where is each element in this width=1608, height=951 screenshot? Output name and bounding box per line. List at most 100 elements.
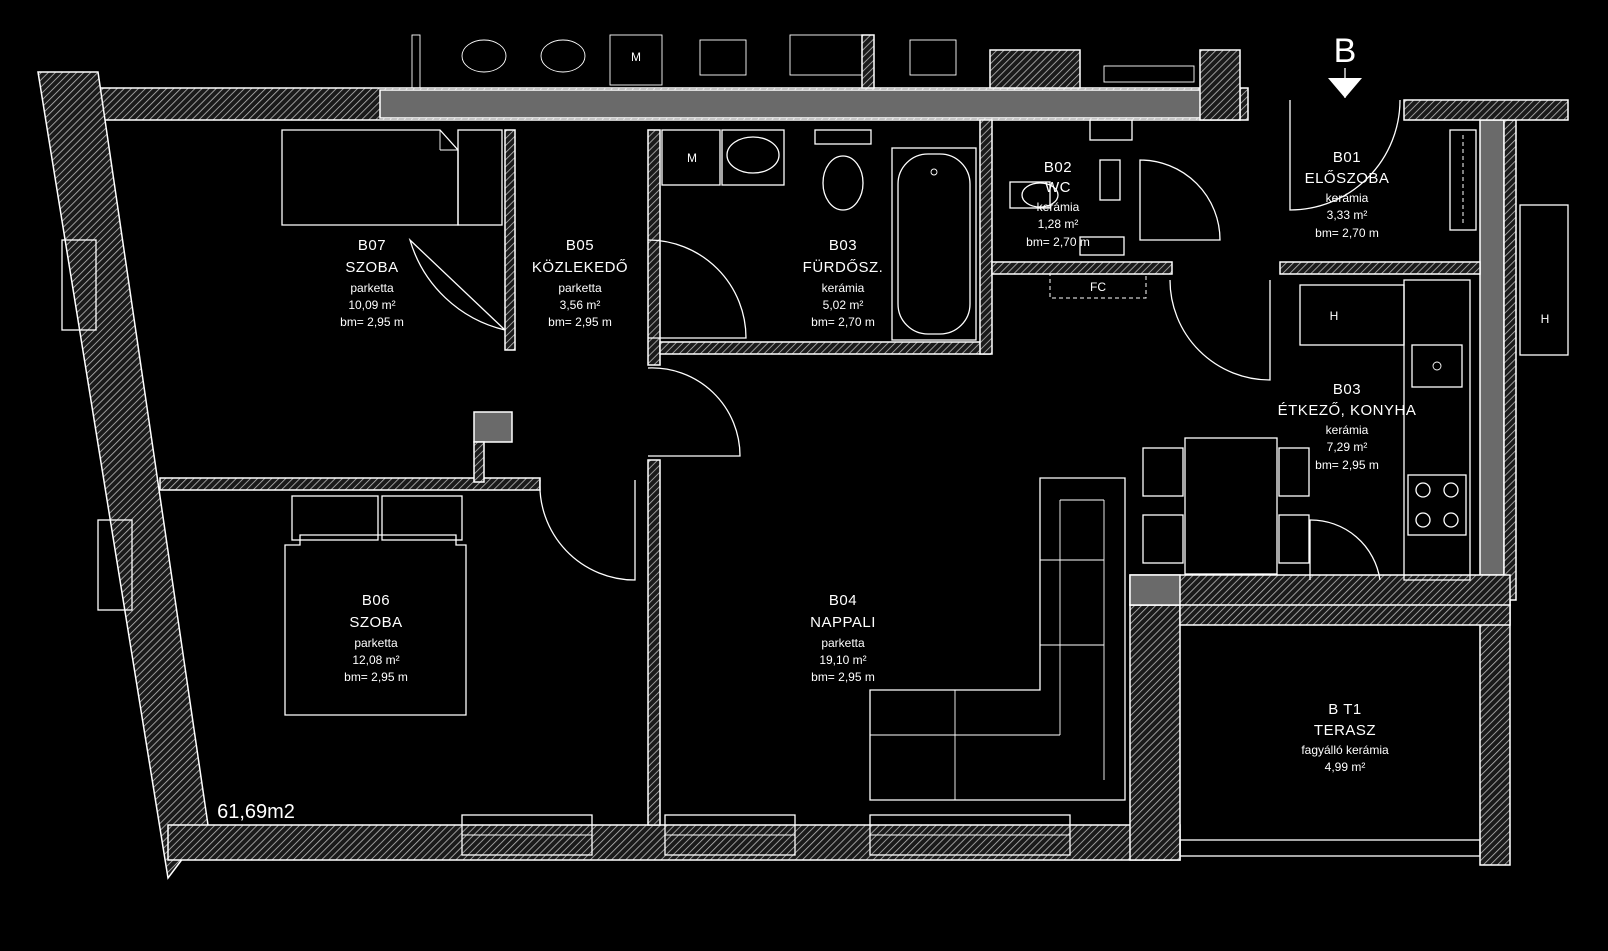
- fc-box: [1049, 273, 1147, 299]
- door-entry: [1289, 99, 1401, 211]
- wall-right-outer: [1503, 119, 1517, 601]
- wall-left: [37, 71, 209, 880]
- bathtub: [891, 147, 977, 341]
- room-name: KÖZLEKEDŐ: [532, 258, 628, 276]
- cooktop: [1407, 474, 1467, 536]
- room-code: B05: [566, 237, 594, 254]
- washer-box: [661, 129, 721, 186]
- kitchen-counter: [1403, 279, 1471, 581]
- door-terrace: [1309, 519, 1381, 581]
- chair-1: [1142, 447, 1184, 497]
- door-b06: [539, 479, 636, 581]
- neighbour-fixtures: M: [411, 34, 1195, 89]
- burner-1: [1415, 482, 1431, 498]
- dining-table: [1184, 437, 1278, 575]
- bathtub-inner: [897, 153, 971, 335]
- room-floor: parketta: [350, 281, 394, 295]
- washbasin-cabinet: [721, 129, 785, 186]
- room-floor: parketta: [558, 281, 602, 295]
- burner-2: [1443, 482, 1459, 498]
- sofa: [869, 477, 1126, 801]
- b06-pillow-1: [291, 495, 379, 541]
- chair-3: [1278, 447, 1310, 497]
- door-b04: [647, 367, 741, 457]
- washer-label: M: [687, 151, 697, 165]
- washbasin: [726, 136, 780, 174]
- wall-kitchen-top: [1279, 261, 1481, 275]
- b03-fixtures: M: [661, 129, 977, 341]
- room-bt1: B T1 TERASZ fagyálló kerámia 4,99 m²: [1301, 701, 1389, 774]
- room-b06: B06 SZOBA parketta 12,08 m² bm= 2,95 m: [344, 592, 408, 684]
- door-b07: [408, 237, 506, 331]
- fridge-label: H: [1330, 309, 1339, 323]
- doors: [408, 99, 1401, 581]
- section-marker-label: B: [1334, 32, 1357, 70]
- neighbour-toilet-2: [909, 39, 957, 76]
- room-name: NAPPALI: [810, 614, 876, 631]
- room-area: 3,33 m²: [1327, 208, 1368, 222]
- room-code: B06: [362, 592, 390, 609]
- room-code: B T1: [1328, 701, 1361, 718]
- room-name: SZOBA: [345, 259, 398, 276]
- room-area: 4,99 m²: [1325, 760, 1366, 774]
- room-height: bm= 2,95 m: [811, 670, 875, 684]
- kitchen-fixtures: H H: [1142, 204, 1569, 581]
- neighbour-wall-b: [861, 34, 875, 89]
- wardrobe: [1449, 129, 1477, 231]
- room-b05: B05 KÖZLEKEDŐ parketta 3,56 m² bm= 2,95 …: [532, 237, 628, 329]
- wall-top-inner-strip: [379, 89, 1241, 119]
- chair-4: [1278, 514, 1310, 564]
- b07-furniture: [281, 129, 503, 226]
- wall-terrace-right: [1479, 604, 1511, 866]
- room-height: bm= 2,95 m: [548, 315, 612, 329]
- burner-3: [1415, 512, 1431, 528]
- neighbour-cabinet: [1103, 65, 1195, 83]
- b06-bed: [284, 534, 467, 716]
- fc-label: FC: [1090, 280, 1106, 294]
- fridge-2-label: H: [1541, 312, 1550, 326]
- room-area: 10,09 m²: [348, 298, 395, 312]
- room-b02: B02 WC kerámia 1,28 m² bm= 2,70 m: [1026, 159, 1090, 249]
- room-code: B03: [829, 237, 857, 254]
- wc-shaft-2: [1099, 159, 1121, 201]
- room-b07: B07 SZOBA parketta 10,09 m² bm= 2,95 m: [340, 237, 404, 329]
- room-area: 3,56 m²: [560, 298, 601, 312]
- neighbour-toilet-1: [699, 39, 747, 76]
- bathtub-drain: [930, 168, 938, 176]
- room-height: bm= 2,95 m: [340, 315, 404, 329]
- room-height: bm= 2,70 m: [1315, 226, 1379, 240]
- neighbour-washer-box: [609, 34, 663, 86]
- window-left-1: [61, 239, 97, 331]
- room-code: B04: [829, 592, 857, 609]
- room-b01: B01 ELŐSZOBA kerámia 3,33 m² bm= 2,70 m: [1305, 149, 1389, 240]
- neighbour-wall-a: [411, 34, 421, 89]
- neighbour-kitchen: [1519, 204, 1569, 356]
- room-height: bm= 2,70 m: [1026, 235, 1090, 249]
- section-marker-arrow: [1328, 78, 1362, 98]
- neighbour-sink-2: [540, 39, 586, 73]
- room-floor: parketta: [354, 636, 398, 650]
- wall-entry-left: [1199, 49, 1241, 121]
- room-height: bm= 2,95 m: [1315, 458, 1379, 472]
- room-name: WC: [1045, 179, 1071, 196]
- burner-4: [1443, 512, 1459, 528]
- room-area: 12,08 m²: [352, 653, 399, 667]
- toilet-bowl: [822, 155, 864, 211]
- room-name: FÜRDŐSZ.: [803, 258, 884, 276]
- room-code: B02: [1044, 159, 1072, 176]
- wall-top-right: [1403, 99, 1569, 121]
- neighbour-bath: [789, 34, 863, 76]
- room-name: SZOBA: [349, 614, 402, 631]
- room-floor: kerámia: [1326, 423, 1369, 437]
- kitchen-sink: [1411, 344, 1463, 388]
- terrace-railing: [1179, 839, 1481, 857]
- door-b05-b03: [647, 239, 747, 339]
- sink-drain: [1432, 361, 1442, 371]
- wc-sink: [1079, 236, 1125, 256]
- column-b07: [473, 411, 513, 443]
- room-name: ÉTKEZŐ, KONYHA: [1278, 402, 1417, 419]
- neighbour-sink-1: [461, 39, 507, 73]
- entry: B: [1328, 32, 1477, 231]
- room-floor: kerámia: [1326, 191, 1369, 205]
- column-kitchen: [1129, 574, 1181, 606]
